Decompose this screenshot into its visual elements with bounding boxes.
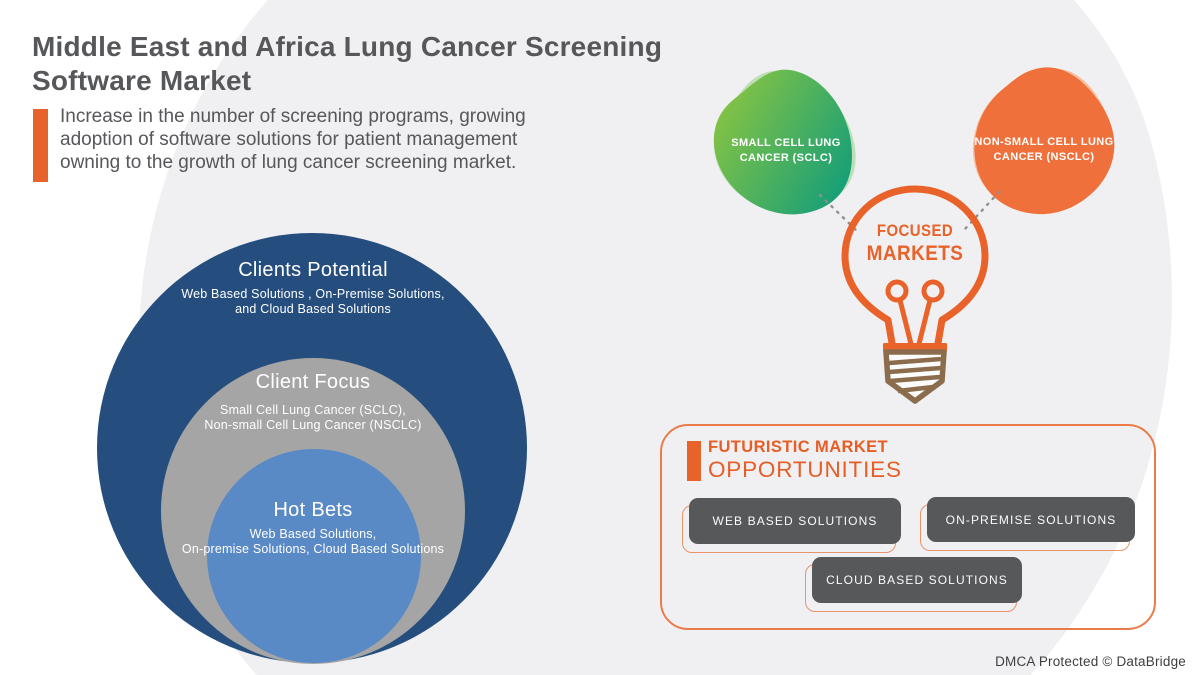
hot-bets-description: Web Based Solutions, On-premise Solution…	[181, 527, 445, 557]
light-bulb-icon	[841, 185, 989, 404]
client-focus-description: Small Cell Lung Cancer (SCLC), Non-small…	[204, 403, 422, 433]
opportunities-heading-line1: FUTURISTIC MARKET	[708, 438, 889, 456]
web-based-solutions-chip: WEB BASED SOLUTIONS	[689, 498, 901, 544]
opportunities-panel	[660, 424, 1156, 630]
node-nsclc-shape	[972, 67, 1115, 215]
opportunities-heading-line2: OPPORTUNITIES	[708, 456, 902, 482]
client-focus-title: Client Focus	[255, 371, 371, 393]
opportunities-accent-bar	[687, 441, 701, 481]
node-nsclc-label: NON-SMALL CELL LUNG CANCER (NSCLC)	[974, 136, 1114, 163]
hot-bets-title: Hot Bets	[273, 499, 353, 521]
intro-paragraph: Increase in the number of screening prog…	[60, 106, 526, 173]
on-premise-solutions-chip: ON-PREMISE SOLUTIONS	[927, 497, 1135, 542]
clients-potential-description: Web Based Solutions , On-Premise Solutio…	[181, 287, 445, 317]
dmca-footer-text: DMCA Protected © DataBridge	[995, 654, 1186, 669]
page-title: Middle East and Africa Lung Cancer Scree…	[32, 31, 663, 97]
intro-accent-bar	[33, 109, 48, 182]
focused-markets-line2: MARKETS	[866, 240, 964, 265]
node-sclc-shape	[713, 69, 856, 215]
opportunities-heading: FUTURISTIC MARKET OPPORTUNITIES	[708, 437, 1028, 481]
cloud-based-solutions-chip: CLOUD BASED SOLUTIONS	[812, 557, 1022, 603]
focused-markets-label: FOCUSED MARKETS	[860, 221, 969, 265]
connector-nsclc	[962, 190, 1001, 232]
focused-markets-line1: FOCUSED	[876, 221, 954, 240]
node-sclc-label: SMALL CELL LUNG CANCER (SCLC)	[731, 137, 841, 164]
connector-sclc	[818, 193, 861, 235]
circle-hot-bets	[207, 449, 421, 663]
clients-potential-title: Clients Potential	[238, 259, 388, 281]
